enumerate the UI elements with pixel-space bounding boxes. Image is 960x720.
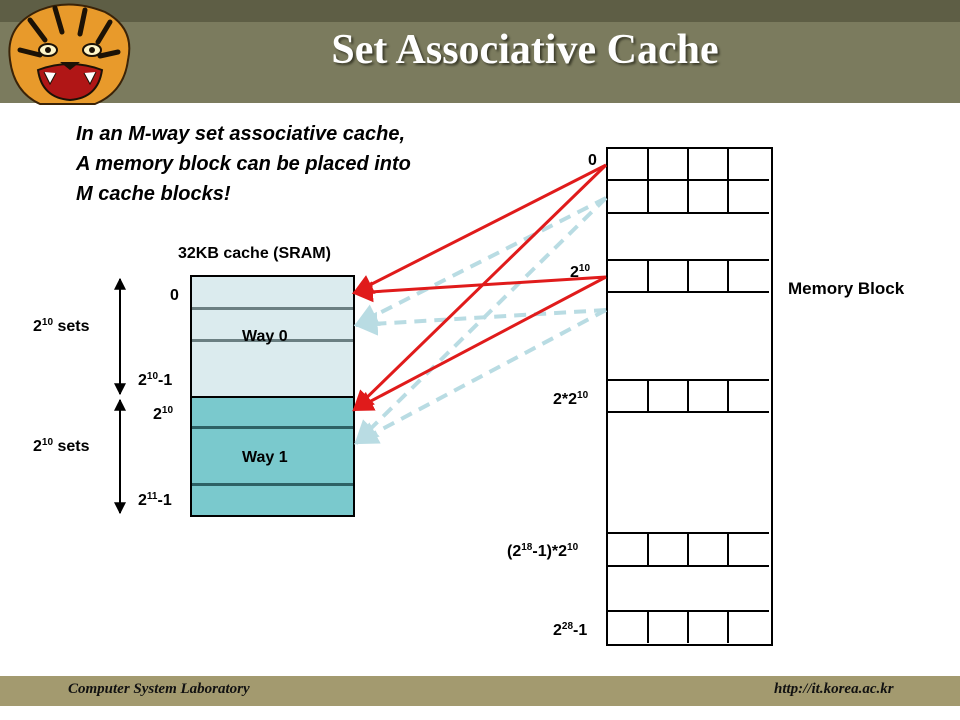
cache-index-way1-end: 211-1 [138, 491, 172, 509]
cache-row-divider [192, 339, 353, 342]
way-1-label: Way 1 [242, 449, 288, 466]
memory-column [606, 147, 773, 646]
sets-label-way-0: 210 sets [33, 317, 90, 335]
cache-way-1 [190, 396, 355, 517]
intro-line-1: In an M-way set associative cache, [76, 123, 406, 145]
way-0-label: Way 0 [242, 328, 288, 345]
intro-line-3: M cache blocks! [76, 183, 231, 205]
slide-title: Set Associative Cache [331, 27, 719, 73]
cache-index-way0-end: 210-1 [138, 371, 173, 389]
memory-address-4: 228-1 [553, 621, 588, 639]
footer-url: http://it.korea.ac.kr [774, 681, 894, 697]
memory-address-2: 2*210 [553, 390, 589, 408]
tiger-head-icon [8, 3, 131, 105]
memory-address-3: (218-1)*210 [507, 542, 579, 560]
dashed-mapping-arrows [353, 196, 608, 445]
red-mapping-arrows [351, 163, 608, 412]
cache-caption: 32KB cache (SRAM) [178, 245, 331, 262]
cache-index-way1-start: 210 [153, 405, 174, 423]
cache-index-0: 0 [170, 287, 179, 304]
footer-bar [0, 676, 960, 706]
cache-way-divider [192, 396, 353, 398]
header-strip [0, 0, 960, 22]
memory-address-0: 0 [588, 152, 597, 169]
memory-block-label: Memory Block [788, 279, 905, 298]
memory-cell-lines [647, 147, 729, 643]
sets-label-way-1: 210 sets [33, 437, 90, 455]
footer-lab-name: Computer System Laboratory [68, 681, 250, 697]
memory-address-1: 210 [570, 263, 591, 281]
intro-line-2: A memory block can be placed into [76, 153, 411, 175]
header-divider [0, 103, 960, 106]
cache-row-divider [192, 483, 353, 486]
cache-row-divider [192, 426, 353, 429]
cache-row-divider [192, 307, 353, 310]
